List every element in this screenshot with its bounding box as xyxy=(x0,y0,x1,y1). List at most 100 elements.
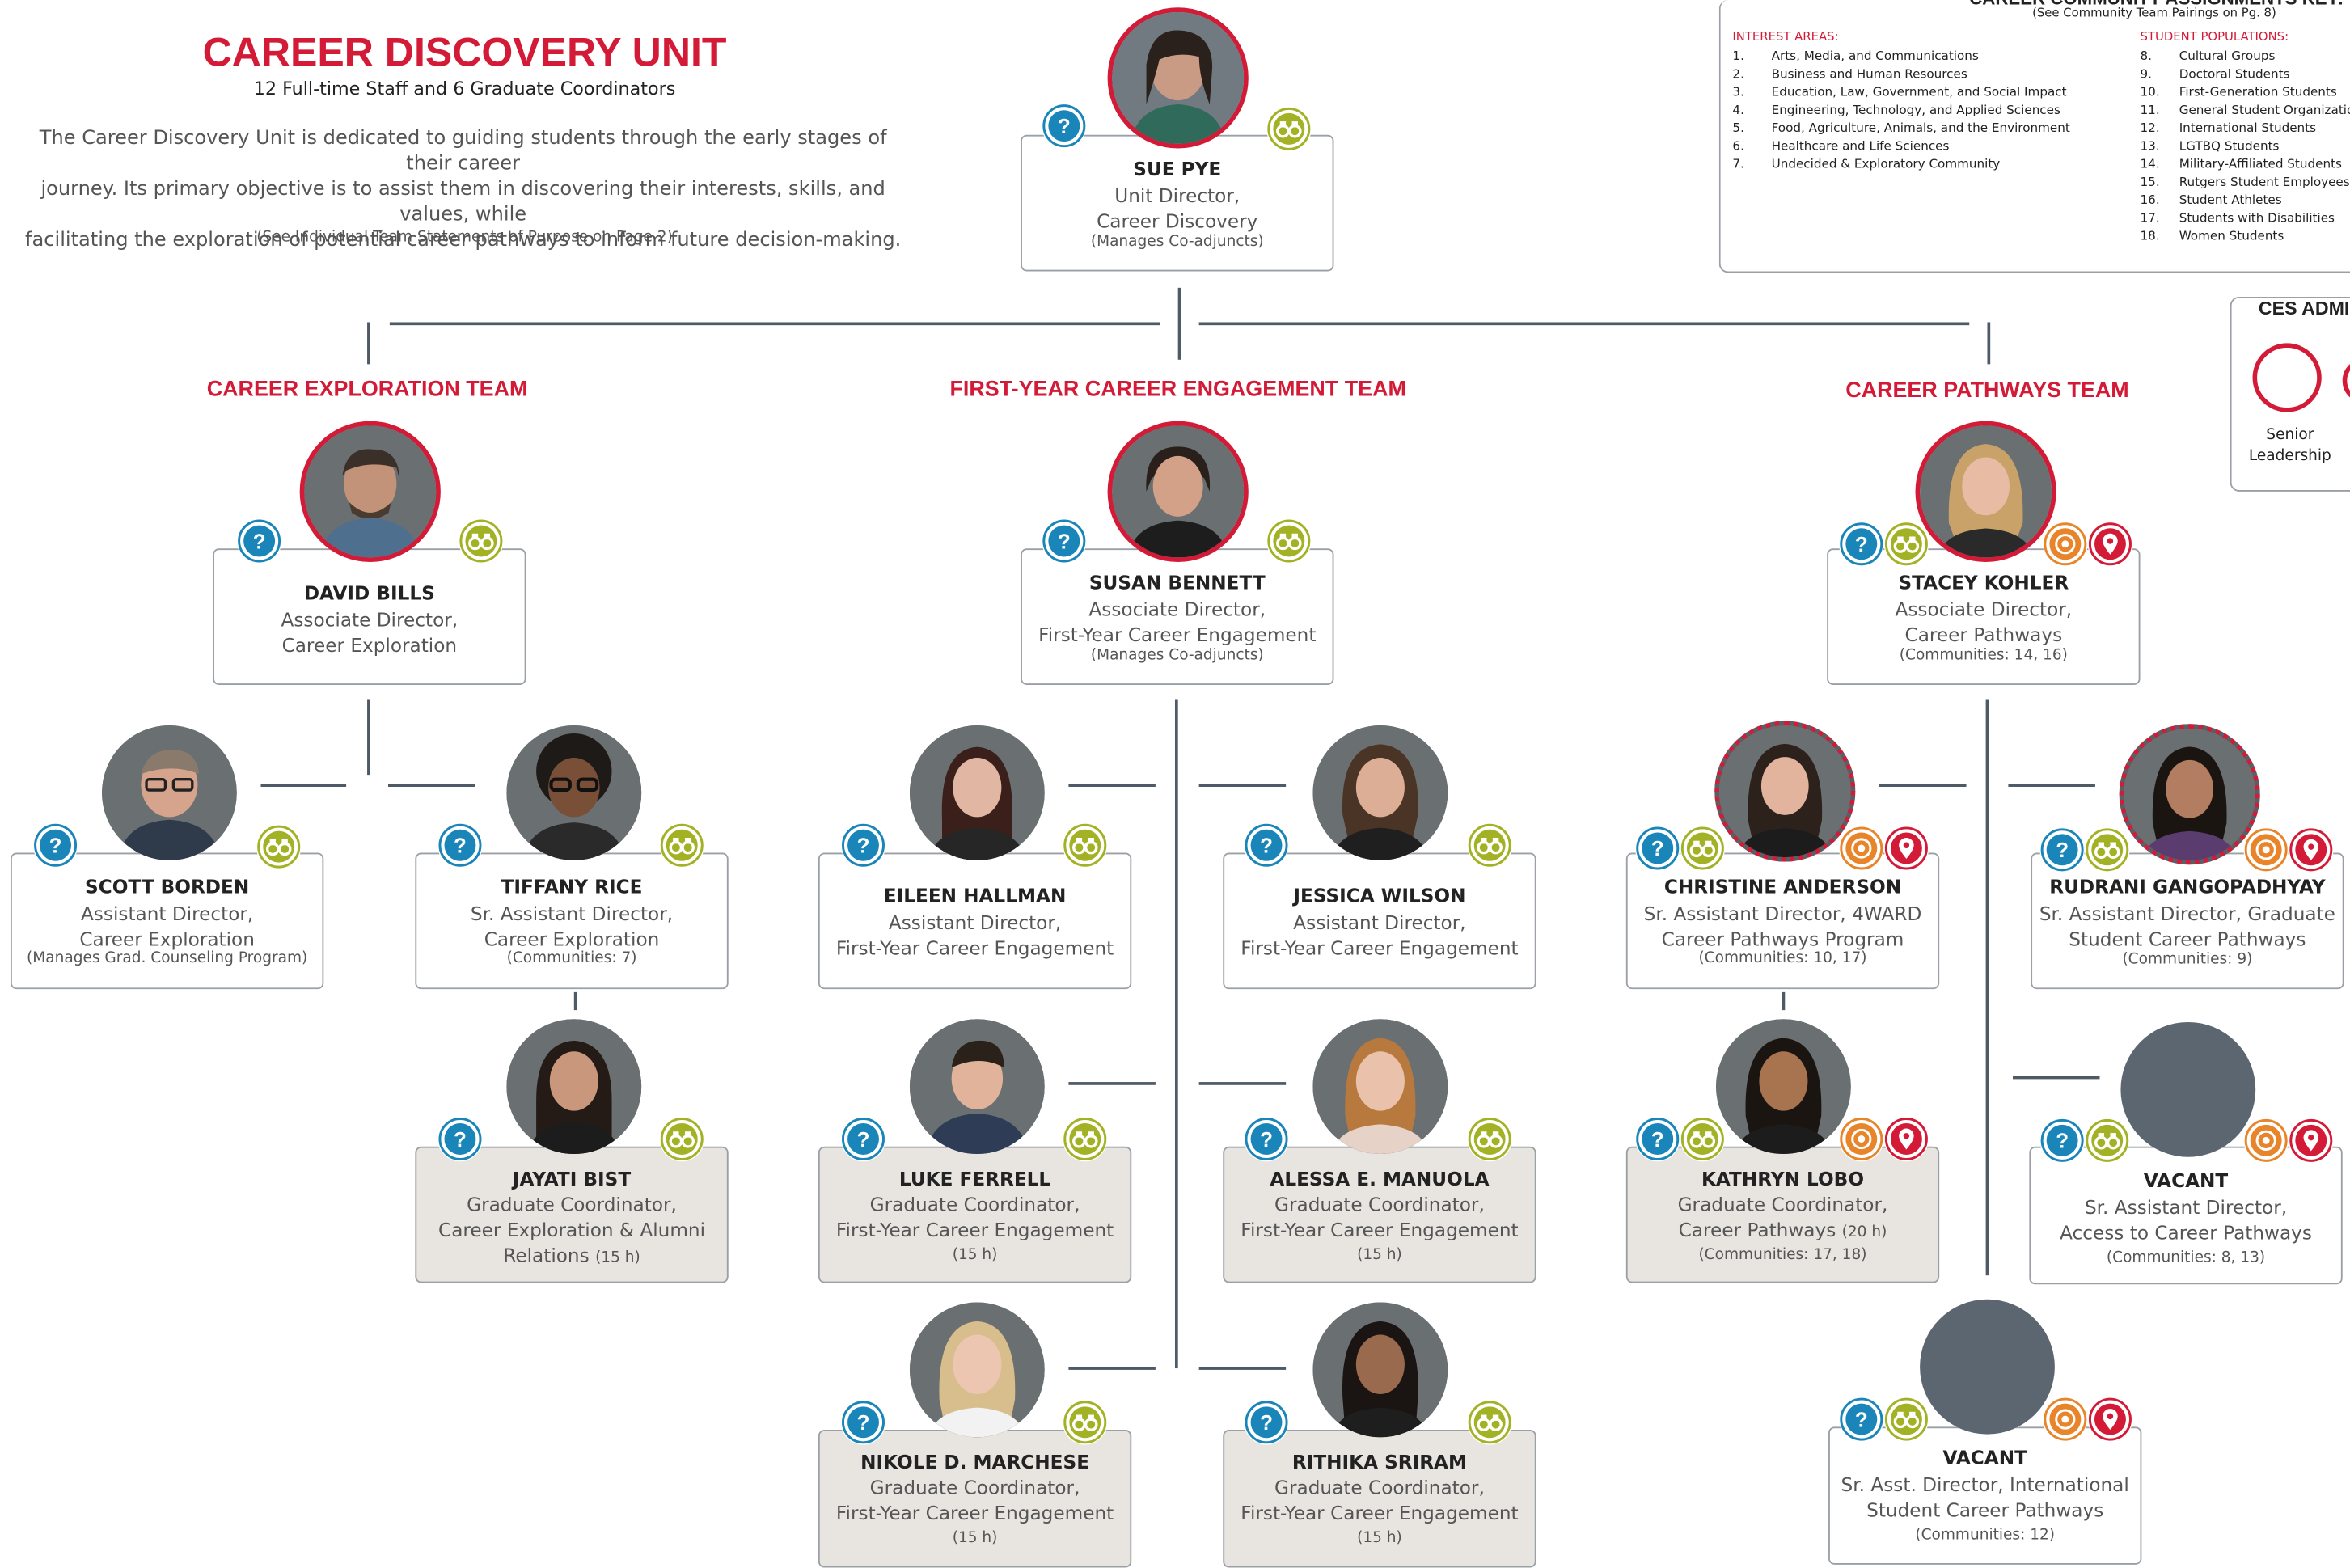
photo-rithika-sriram xyxy=(1312,1302,1448,1438)
person-title: Sr. Assistant Director, xyxy=(470,902,674,925)
legend-ring xyxy=(2342,357,2350,404)
person-name: TIFFANY RICE xyxy=(501,875,643,898)
portrait-avatar xyxy=(304,425,437,558)
key-interest-item: 3.Education, Law, Government, and Social… xyxy=(1732,83,2067,99)
person-title: Graduate Coordinator, xyxy=(869,1476,1080,1499)
ces-label-line: Senior xyxy=(2266,427,2314,444)
key-interest-item: 7.Undecided & Exploratory Community xyxy=(1732,155,2001,171)
question-icon: ? xyxy=(32,822,78,869)
question-icon: ? xyxy=(1838,1397,1884,1442)
person-name: RITHIKA SRIRAM xyxy=(1291,1450,1468,1473)
portrait-avatar xyxy=(506,725,642,860)
person-note: (Manages Co-adjuncts) xyxy=(1090,647,1264,665)
photo-christine-anderson xyxy=(1714,721,1856,862)
question-icon: ? xyxy=(1838,521,1884,567)
connector-line xyxy=(1782,991,1786,1011)
question-icon: ? xyxy=(1244,1399,1289,1445)
svg-text:?: ? xyxy=(454,835,467,858)
photo-jessica-wilson xyxy=(1312,725,1448,860)
svg-text:?: ? xyxy=(1651,838,1664,860)
target-icon xyxy=(1838,826,1884,871)
binoculars-icon xyxy=(659,1116,705,1162)
person-card-vacant-access: VACANT Sr. Assistant Director, Access to… xyxy=(2029,1146,2343,1285)
person-card-david-bills: DAVID BILLS Associate Director, Career E… xyxy=(213,548,526,685)
person-note: (Communities: 14, 16) xyxy=(1899,647,2068,665)
ces-label: Senior Leadership xyxy=(2232,425,2349,467)
svg-text:?: ? xyxy=(1260,835,1273,858)
portrait-avatar xyxy=(1716,1019,1851,1155)
connector-line xyxy=(1987,322,1991,365)
person-name: RUDRANI GANGOPADHYAY xyxy=(2049,875,2326,898)
person-title: Career Pathways Program xyxy=(1661,928,1904,950)
senior-leadership-ring xyxy=(2252,343,2322,412)
portrait-avatar xyxy=(1312,725,1448,860)
svg-text:?: ? xyxy=(49,835,62,858)
person-title: Sr. Assistant Director, Graduate xyxy=(2039,902,2335,925)
key-population-item: 17.Students with Disabilities xyxy=(2140,209,2335,225)
person-title: First-Year Career Engagement xyxy=(1241,1502,1519,1524)
person-hours: (15 h) xyxy=(1357,1530,1402,1547)
person-name: ALESSA E. MANUOLA xyxy=(1270,1167,1490,1190)
purpose-line: facilitating the exploration of potentia… xyxy=(25,229,902,252)
vacant-placeholder xyxy=(1920,1299,2055,1435)
person-title: Graduate Coordinator, xyxy=(467,1193,677,1216)
connector-line xyxy=(1879,784,1967,787)
person-card-tiffany-rice: TIFFANY RICE Sr. Assistant Director, Car… xyxy=(415,852,729,990)
photo-rudrani-gangopadhyay xyxy=(2119,724,2260,865)
person-name: SUE PYE xyxy=(1133,157,1222,180)
person-title: Graduate Coordinator, xyxy=(1677,1193,1888,1216)
svg-text:?: ? xyxy=(1651,1129,1664,1152)
question-icon: ? xyxy=(1042,518,1087,564)
key-population-item: 15.Rutgers Student Employees xyxy=(2140,173,2350,189)
person-title: Associate Director, xyxy=(281,608,459,632)
person-card-stacey-kohler: STACEY KOHLER Associate Director, Career… xyxy=(1827,548,2141,685)
connector-line xyxy=(367,322,370,365)
question-icon: ? xyxy=(1042,103,1087,149)
person-title: Career Pathways xyxy=(1678,1218,1836,1241)
person-title: Assistant Director, xyxy=(1293,911,1466,934)
connector-line xyxy=(389,322,1160,326)
target-icon xyxy=(2243,1118,2289,1164)
key-population-item: 16.Student Athletes xyxy=(2140,192,2282,207)
target-icon xyxy=(2243,827,2289,873)
purpose-line: The Career Discovery Unit is dedicated t… xyxy=(39,127,887,175)
person-name: DAVID BILLS xyxy=(303,581,435,604)
portrait-avatar xyxy=(909,725,1045,860)
person-title: Associate Director, xyxy=(1895,598,2073,621)
person-title: Unit Director, xyxy=(1114,184,1241,207)
person-name: EILEEN HALLMAN xyxy=(883,884,1067,907)
photo-stacey-kohler xyxy=(1915,421,2056,562)
person-card-susan-bennett: SUSAN BENNETT Associate Director, First-… xyxy=(1021,548,1334,685)
key-population-item: 10.First-Generation Students xyxy=(2140,83,2337,99)
connector-line xyxy=(1198,322,1970,326)
question-icon: ? xyxy=(840,822,886,869)
binoculars-icon xyxy=(1062,1399,1108,1445)
person-card-nikole-marchese: NIKOLE D. MARCHESE Graduate Coordinator,… xyxy=(818,1430,1132,1568)
location-pin-icon xyxy=(2087,1397,2133,1442)
target-icon xyxy=(1838,1116,1884,1162)
binoculars-icon xyxy=(1467,1116,1512,1162)
person-name: SUSAN BENNETT xyxy=(1088,571,1266,594)
binoculars-icon xyxy=(1266,106,1312,152)
person-title: First-Year Career Engagement xyxy=(835,1218,1114,1241)
svg-text:?: ? xyxy=(454,1129,467,1152)
purpose-line: journey. Its primary objective is to ass… xyxy=(40,178,885,226)
person-note: (Communities: 12) xyxy=(1915,1527,2056,1544)
svg-text:?: ? xyxy=(2056,1131,2069,1153)
connector-line xyxy=(2012,1076,2100,1080)
team-title-first-year: FIRST-YEAR CAREER ENGAGEMENT TEAM xyxy=(949,378,1406,402)
person-hours: (15 h) xyxy=(1357,1246,1402,1264)
ces-label-line: Leadership xyxy=(2248,448,2331,465)
binoculars-icon xyxy=(1062,1116,1108,1162)
team-title-pathways: CAREER PATHWAYS TEAM xyxy=(1845,378,2129,404)
binoculars-icon xyxy=(1467,1399,1512,1445)
question-icon: ? xyxy=(236,518,282,564)
key-population-item: 11.General Student Organizations xyxy=(2140,102,2350,117)
location-pin-icon xyxy=(1883,1116,1929,1162)
key-interest-item: 6.Healthcare and Life Sciences xyxy=(1732,137,1950,154)
binoculars-icon xyxy=(1883,521,1929,567)
person-card-jayati-bist: JAYATI BIST Graduate Coordinator, Career… xyxy=(415,1146,729,1283)
location-pin-icon xyxy=(1883,826,1929,871)
connector-line xyxy=(1177,287,1181,360)
svg-text:?: ? xyxy=(1260,1412,1273,1435)
